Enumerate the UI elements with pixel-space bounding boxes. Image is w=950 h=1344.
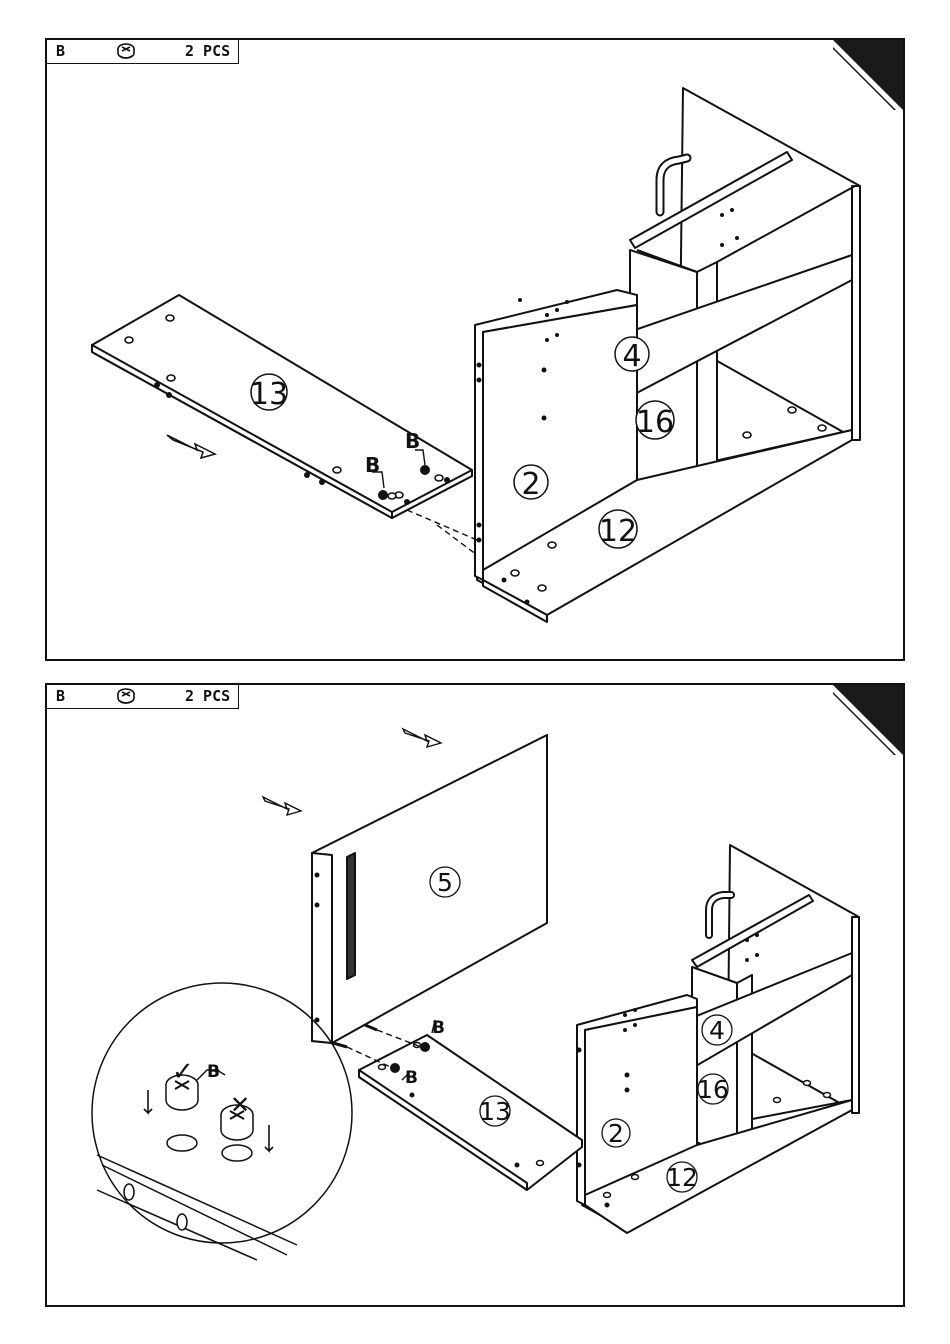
part-label-5: 5	[437, 868, 453, 897]
callout-b: B	[405, 429, 420, 453]
part-label-16: 16	[636, 405, 674, 440]
step-1-drawing: 13 2 4 16 12 B B	[47, 40, 905, 661]
part-label-2: 2	[521, 467, 540, 502]
step-1-panel: B 2 PCS	[45, 38, 905, 661]
step-2-panel: B 2 PCS	[45, 683, 905, 1307]
down-arrow-icon	[144, 1090, 152, 1113]
callout-b: B	[365, 453, 380, 477]
callout-b: B	[405, 1068, 418, 1088]
part-label-13: 13	[479, 1097, 511, 1126]
callout-b: B	[432, 1018, 445, 1038]
wrong-cross-icon: ✕	[230, 1091, 250, 1119]
step-2-drawing: 5 13 2 4 16 12 B B B ✓ ✕	[47, 685, 905, 1307]
part-label-12: 12	[666, 1163, 698, 1192]
direction-arrow-icon	[167, 435, 215, 458]
direction-arrow-icon	[263, 797, 301, 815]
correct-check-icon: ✓	[172, 1057, 194, 1087]
down-arrow-icon	[265, 1125, 273, 1151]
part-label-13: 13	[250, 377, 288, 412]
part-label-4: 4	[709, 1016, 725, 1045]
panel-13	[359, 1035, 582, 1190]
direction-arrow-icon	[403, 729, 441, 747]
part-label-16: 16	[697, 1075, 729, 1104]
part-label-2: 2	[608, 1119, 624, 1148]
detail-callout-b: B	[207, 1062, 220, 1082]
part-label-4: 4	[622, 339, 641, 374]
drawer-slide	[347, 853, 355, 979]
part-label-12: 12	[599, 514, 637, 549]
